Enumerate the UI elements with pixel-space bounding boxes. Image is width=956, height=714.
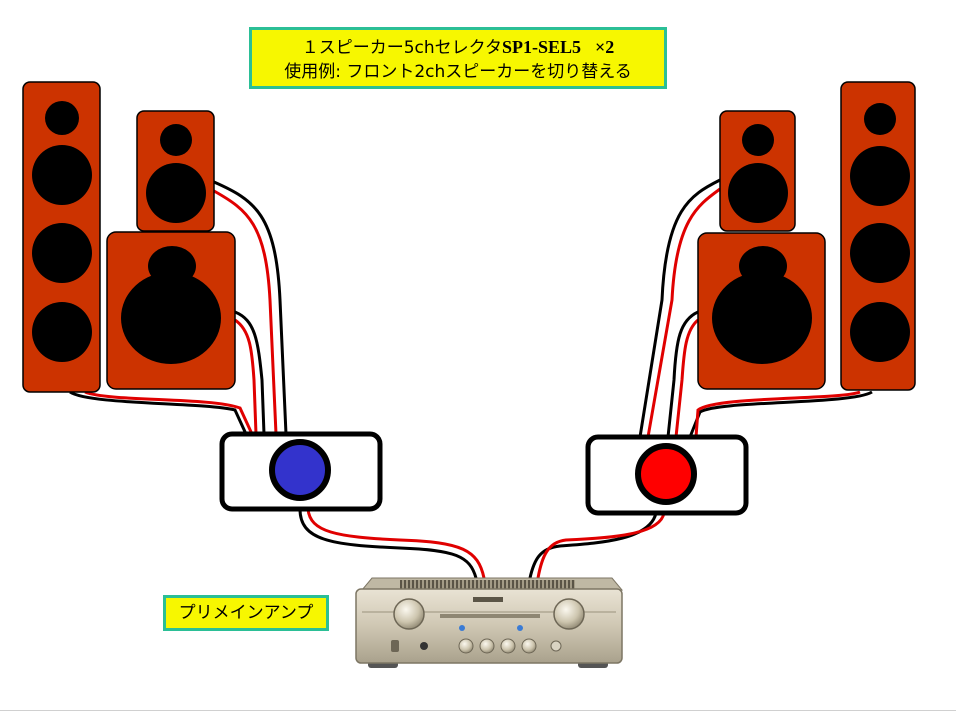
usage-example: 使用例: フロント2chスピーカーを切り替える: [284, 62, 632, 82]
small-knob: [458, 638, 474, 654]
wire-red: [536, 512, 666, 579]
model-name: SP1-SEL5: [501, 37, 582, 57]
volume-knob: [553, 598, 585, 630]
integrated-amplifier: [355, 577, 624, 668]
wire-black: [234, 310, 266, 435]
bottom-divider: [0, 710, 956, 711]
woofer: [712, 272, 812, 364]
right-wires: [528, 178, 873, 579]
small-knob: [521, 638, 537, 654]
driver: [146, 163, 206, 223]
title-label: １スピーカー5chセレクタSP1-SEL5 ×2 使用例: フロント2chスピーカ…: [249, 27, 667, 89]
selector-knob-red: [635, 443, 697, 505]
wire-black: [298, 508, 478, 579]
left-woofer-speaker: [106, 231, 236, 390]
wire-black: [638, 178, 721, 438]
wire-red: [306, 508, 486, 579]
driver: [850, 302, 910, 362]
left-tower-speaker: [22, 81, 101, 393]
right-woofer-speaker: [697, 232, 826, 390]
multiplier: ×2: [595, 37, 615, 57]
left-bookshelf-speaker: [136, 110, 215, 232]
amplifier-label: プリメインアンプ: [163, 595, 329, 631]
left-selector-box: [219, 431, 383, 512]
right-tower-speaker: [840, 81, 916, 391]
wire-red: [646, 187, 721, 438]
wire-red: [84, 390, 254, 435]
small-knob: [500, 638, 516, 654]
small-knob: [479, 638, 495, 654]
driver: [728, 163, 788, 223]
wire-black: [69, 390, 248, 435]
driver: [850, 146, 910, 206]
input-knob: [393, 598, 425, 630]
wire-black: [666, 310, 699, 438]
driver: [32, 223, 92, 283]
right-bookshelf-speaker: [719, 110, 796, 232]
selector-knob-blue: [269, 439, 331, 501]
right-selector-box: [585, 434, 749, 516]
wire-red: [213, 189, 278, 435]
driver: [32, 302, 92, 362]
driver: [32, 145, 92, 205]
tweeter: [742, 124, 774, 156]
wire-red: [674, 318, 700, 438]
tweeter: [864, 103, 896, 135]
wire-black: [688, 390, 873, 438]
left-wires: [69, 180, 486, 579]
wire-red: [694, 390, 861, 438]
title-prefix: １スピーカー5chセレクタ: [301, 38, 502, 58]
wire-black: [213, 180, 288, 435]
driver: [850, 223, 910, 283]
woofer: [121, 272, 221, 364]
tweeter: [160, 124, 192, 156]
tweeter: [45, 101, 79, 135]
wire-red: [234, 318, 258, 435]
wire-black: [528, 512, 658, 579]
